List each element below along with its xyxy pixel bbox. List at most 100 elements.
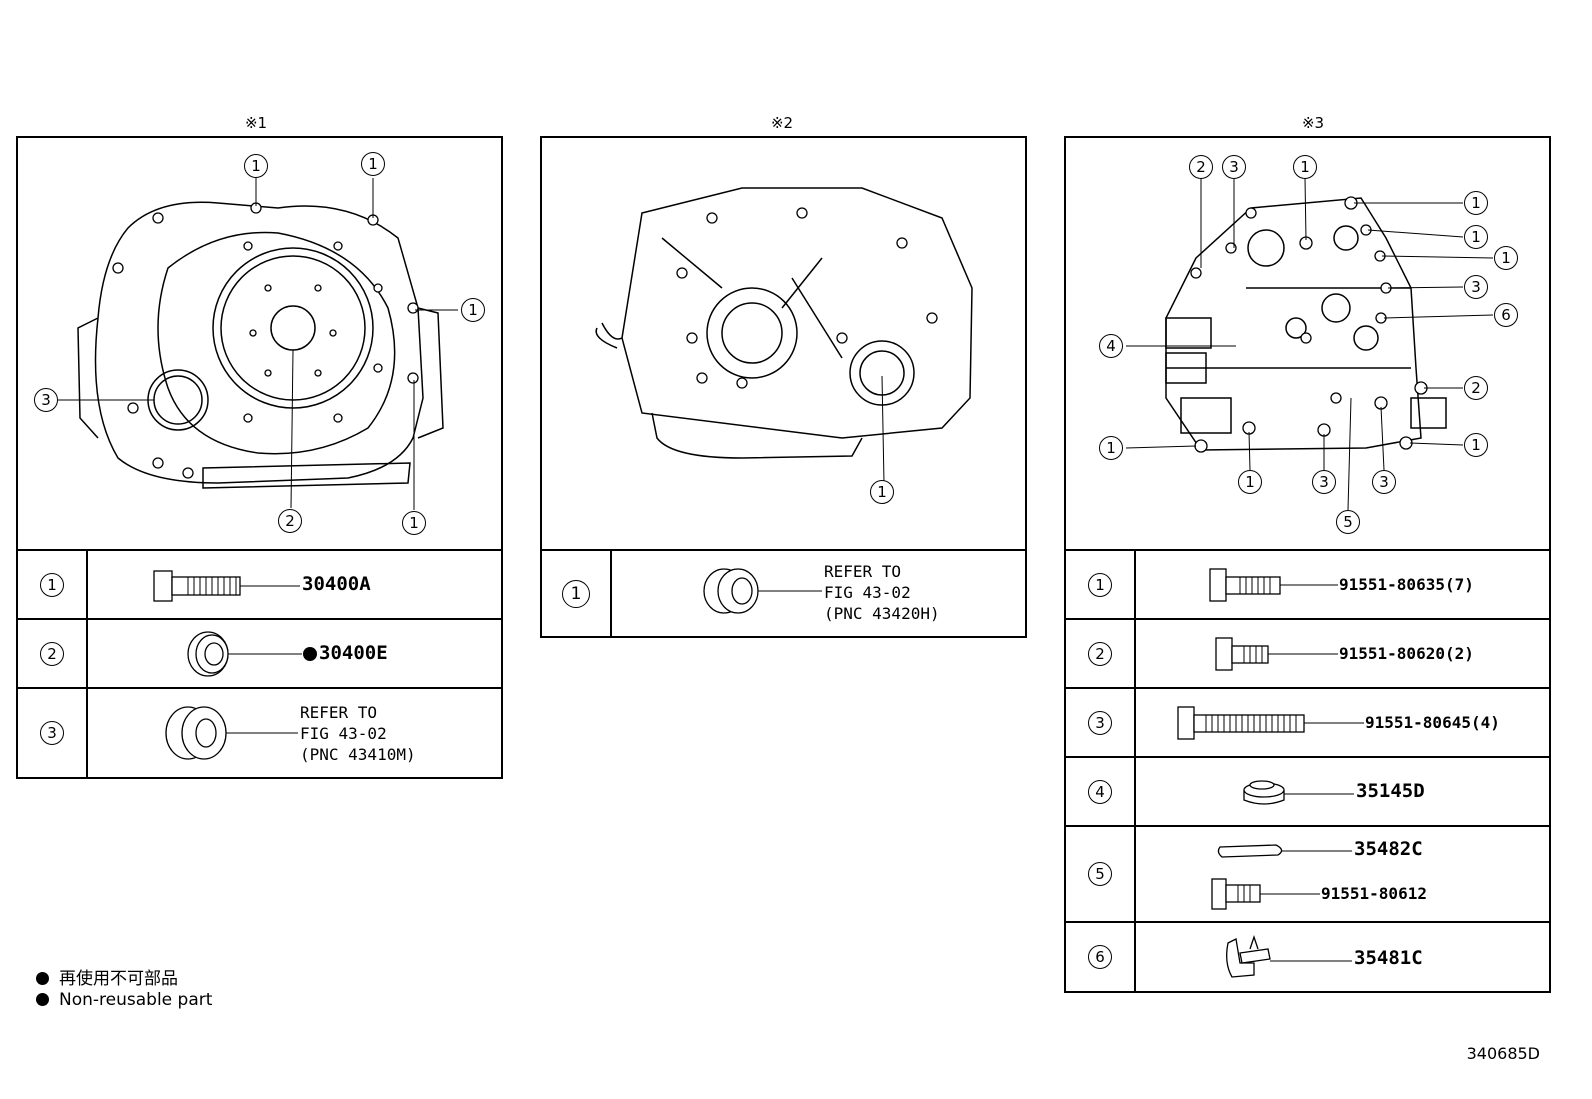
part-cell: 91551-80635(7) [1136, 551, 1549, 618]
callout-3: 3 [1222, 155, 1246, 179]
part-cell: 35145D [1136, 758, 1549, 825]
row-number: 1 [1088, 572, 1112, 597]
row-number: 6 [1088, 945, 1112, 969]
part-number: 35481C [1354, 947, 1423, 969]
legend-japanese: 再使用不可部品 [36, 964, 178, 989]
legend-english: Non-reusable part [36, 990, 212, 1010]
row-number: 3 [1088, 710, 1112, 735]
part-cell: REFER TO FIG 43-02 (PNC 43420H) [612, 551, 1025, 636]
panel-1-leader-lines [58, 178, 458, 510]
callout-1: 1 [1099, 436, 1123, 460]
callout-1: 1 [1293, 155, 1317, 179]
part-cell: REFER TO FIG 43-02 (PNC 43410M) [88, 689, 501, 777]
panel-1-title: ※1 [244, 114, 268, 132]
part-row: 1 REFER TO FIG 43-02 (PNC 43420H) [542, 551, 1025, 636]
callout-3: 3 [1312, 470, 1336, 494]
panel-2-leader-lines [881, 375, 885, 484]
callout-1: 1 [870, 480, 894, 504]
panel-2-title: ※2 [770, 114, 794, 132]
part-number: 91551-80645(4) [1365, 713, 1500, 732]
flange-bolt-icon [1209, 568, 1338, 602]
callout-1: 1 [361, 152, 385, 176]
callout-2: 2 [278, 509, 302, 533]
row-number-cell: 1 [1066, 551, 1136, 618]
part-row: 2 91551-80620(2) [1066, 620, 1549, 689]
row-number: 2 [1088, 641, 1112, 666]
callout-6: 6 [1494, 303, 1518, 327]
panel-2: 1 1 REFER TO FIG 43-02 (PNC 43420H) [540, 136, 1027, 638]
row-number-cell: 1 [542, 551, 612, 636]
row-number: 1 [562, 579, 590, 608]
row-number: 4 [1088, 779, 1112, 804]
part-cell: 35482C 91551-80612 [1136, 827, 1549, 921]
callout-3: 3 [34, 388, 58, 412]
non-reusable-dot [303, 647, 317, 661]
non-reusable-dot [36, 993, 49, 1006]
row-number: 3 [40, 721, 64, 745]
transaxle-housing-illustration [77, 201, 444, 489]
panel-3: 2 3 1 1 1 1 3 6 4 2 1 1 1 3 3 5 1 [1064, 136, 1551, 993]
callout-1: 1 [1464, 433, 1488, 457]
row-number-cell: 3 [1066, 689, 1136, 756]
part-number: 35482C [1354, 838, 1423, 860]
transaxle-side-illustration [595, 187, 973, 459]
bearing-icon [703, 568, 822, 614]
panel-3-leader-lines [1125, 177, 1494, 511]
flange-bolt-icon [1215, 637, 1338, 671]
row-number-cell: 2 [1066, 620, 1136, 687]
part-row: 6 35481C [1066, 923, 1549, 991]
part-number: 30400E [319, 642, 388, 664]
row-number: 5 [1088, 862, 1112, 886]
callout-5: 5 [1336, 510, 1360, 534]
transaxle-front-drawing: 1 1 1 3 2 1 [18, 138, 501, 551]
callout-1: 1 [244, 154, 268, 178]
callout-3: 3 [1372, 470, 1396, 494]
panel-1: 1 1 1 3 2 1 1 30400A 2 [16, 136, 503, 779]
callout-1: 1 [461, 298, 485, 322]
legend-label-en: Non-reusable part [59, 990, 213, 1010]
row-number: 1 [40, 572, 64, 597]
callout-3: 3 [1464, 275, 1488, 299]
row-number-cell: 2 [18, 620, 88, 687]
row-number-cell: 5 [1066, 827, 1136, 921]
legend-label-ja: 再使用不可部品 [59, 969, 178, 989]
callout-1: 1 [1494, 246, 1518, 270]
part-cell: 91551-80620(2) [1136, 620, 1549, 687]
callout-1: 1 [402, 511, 426, 535]
row-number-cell: 6 [1066, 923, 1136, 991]
row-number-cell: 3 [18, 689, 88, 777]
part-cell: 30400E [88, 620, 501, 687]
plug-icon [1243, 780, 1354, 805]
part-number: 91551-80635(7) [1339, 575, 1474, 594]
part-row: 5 35482C 91551-80612 [1066, 827, 1549, 923]
row-number-cell: 4 [1066, 758, 1136, 825]
callout-4: 4 [1099, 334, 1123, 358]
non-reusable-dot [36, 972, 49, 985]
figure-id: 340685D [1466, 1044, 1540, 1063]
callout-1: 1 [1464, 225, 1488, 249]
callout-1: 1 [1238, 470, 1262, 494]
transaxle-side-drawing: 1 [542, 138, 1025, 551]
callout-2: 2 [1464, 376, 1488, 400]
reference-note: REFER TO FIG 43-02 (PNC 43420H) [824, 562, 940, 623]
part-cell: 30400A [88, 551, 501, 618]
part-row: 1 91551-80635(7) [1066, 551, 1549, 620]
plate-and-bolt-icon [1211, 844, 1352, 910]
row-number-cell: 1 [18, 551, 88, 618]
part-row: 1 30400A [18, 551, 501, 620]
part-cell: 91551-80645(4) [1136, 689, 1549, 756]
part-number: 30400A [302, 573, 371, 595]
callout-1: 1 [1464, 191, 1488, 215]
part-number: 91551-80620(2) [1339, 644, 1474, 663]
valve-body-drawing: 2 3 1 1 1 1 3 6 4 2 1 1 1 3 3 5 [1066, 138, 1549, 551]
callout-2: 2 [1189, 155, 1213, 179]
flange-bolt-icon [1177, 706, 1364, 740]
part-row: 2 30400E [18, 620, 501, 689]
flange-bolt-icon [153, 570, 300, 602]
bearing-icon [165, 706, 298, 760]
oil-seal-icon [187, 631, 317, 677]
clip-icon [1226, 934, 1352, 978]
part-row: 3 91551-80645(4) [1066, 689, 1549, 758]
part-row: 4 35145D [1066, 758, 1549, 827]
part-number-secondary: 91551-80612 [1321, 884, 1427, 903]
